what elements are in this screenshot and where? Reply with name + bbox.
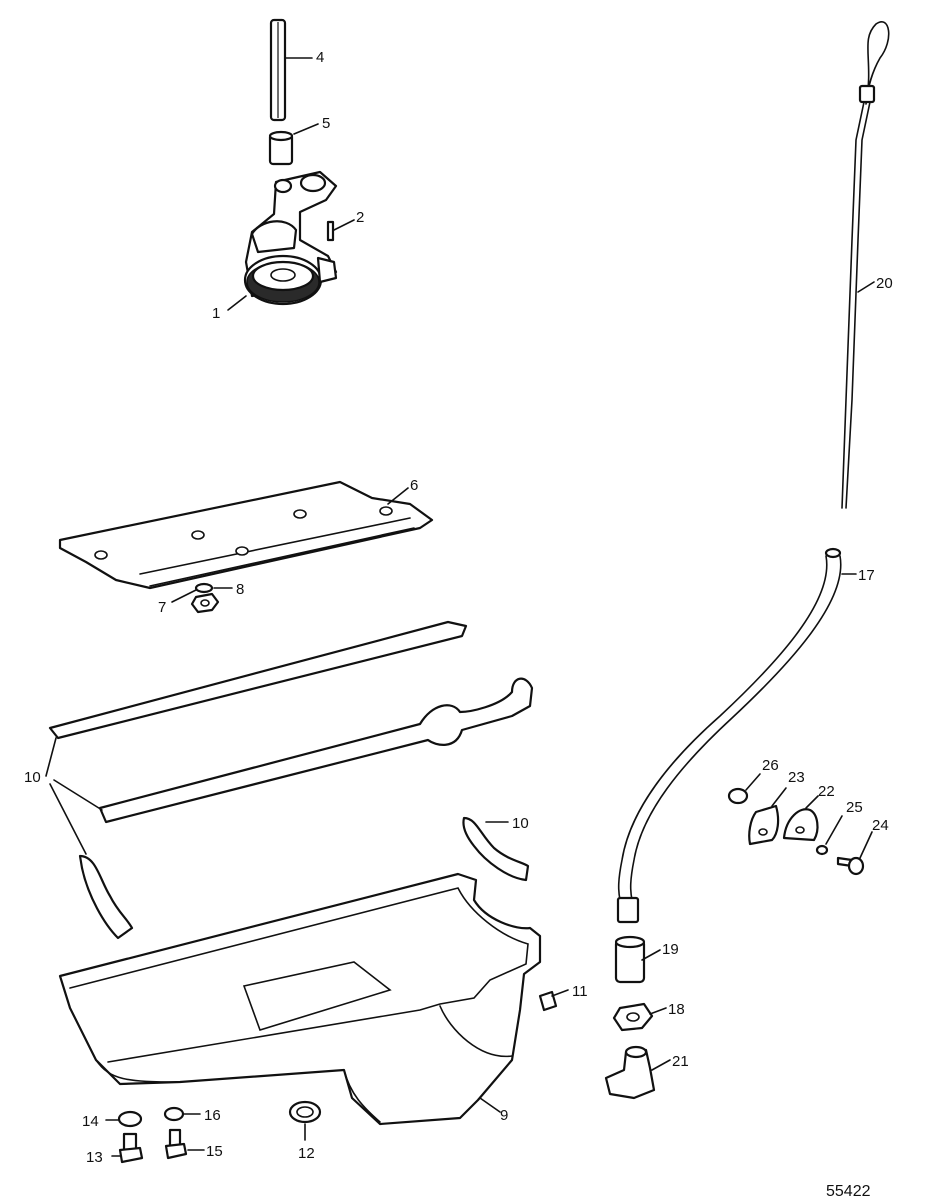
callout-8: 8 bbox=[236, 581, 244, 598]
part-7-washer bbox=[194, 582, 214, 594]
callout-22: 22 bbox=[818, 783, 835, 800]
callout-13: 13 bbox=[86, 1149, 103, 1166]
part-25-washer bbox=[815, 844, 829, 856]
callout-23: 23 bbox=[788, 769, 805, 786]
callout-16: 16 bbox=[204, 1107, 221, 1124]
part-5-sleeve bbox=[268, 130, 294, 166]
callout-2: 2 bbox=[356, 209, 364, 226]
callout-26: 26 bbox=[762, 757, 779, 774]
part-18-nut bbox=[612, 1002, 654, 1032]
callout-9: 9 bbox=[500, 1107, 508, 1124]
part-19-sleeve bbox=[614, 935, 646, 984]
callout-14: 14 bbox=[82, 1113, 99, 1130]
part-23-clamp bbox=[748, 804, 780, 846]
part-10-seal-left bbox=[78, 854, 134, 940]
part-12-plug bbox=[288, 1100, 322, 1124]
callout-20: 20 bbox=[876, 275, 893, 292]
callout-6: 6 bbox=[410, 477, 418, 494]
callout-4: 4 bbox=[316, 49, 324, 66]
callout-7: 7 bbox=[158, 599, 166, 616]
callout-25: 25 bbox=[846, 799, 863, 816]
callout-15: 15 bbox=[206, 1143, 223, 1160]
callout-19: 19 bbox=[662, 941, 679, 958]
part-2-pin bbox=[326, 220, 335, 242]
part-17-dipstick-tube bbox=[616, 547, 842, 924]
part-10-gasket-lower bbox=[98, 677, 534, 824]
part-10-seal-right bbox=[462, 816, 530, 882]
part-20-dipstick bbox=[841, 21, 890, 509]
callout-labels: 1 2 4 5 6 7 8 9 10 10 11 12 13 14 15 16 … bbox=[24, 49, 893, 1166]
part-16-nut bbox=[163, 1106, 185, 1122]
callout-18: 18 bbox=[668, 1001, 685, 1018]
part-10-gasket-upper bbox=[48, 620, 468, 740]
part-22-clamp bbox=[782, 808, 819, 842]
part-14-nut bbox=[117, 1110, 143, 1128]
callout-21: 21 bbox=[672, 1053, 689, 1070]
part-9-oil-pan bbox=[58, 872, 542, 1126]
callout-24: 24 bbox=[872, 817, 889, 834]
leader-lines bbox=[45, 57, 875, 1157]
callout-10-right: 10 bbox=[512, 815, 529, 832]
part-6-windage-tray bbox=[58, 480, 434, 590]
callout-10-left: 10 bbox=[24, 769, 41, 786]
figure-number: 55422 bbox=[826, 1183, 871, 1200]
part-1-oil-pump bbox=[243, 170, 338, 306]
part-8-nut bbox=[190, 592, 220, 614]
callout-17: 17 bbox=[858, 567, 875, 584]
callout-11: 11 bbox=[572, 983, 588, 1000]
callout-1: 1 bbox=[212, 305, 220, 322]
part-24-screw bbox=[836, 856, 865, 876]
part-21-elbow-fitting bbox=[604, 1045, 656, 1100]
part-13-bolt bbox=[118, 1132, 144, 1164]
callout-12: 12 bbox=[298, 1145, 315, 1162]
part-15-bolt bbox=[164, 1128, 188, 1160]
part-26-nut bbox=[727, 787, 749, 805]
callout-5: 5 bbox=[322, 115, 330, 132]
part-4-shaft bbox=[269, 18, 287, 122]
